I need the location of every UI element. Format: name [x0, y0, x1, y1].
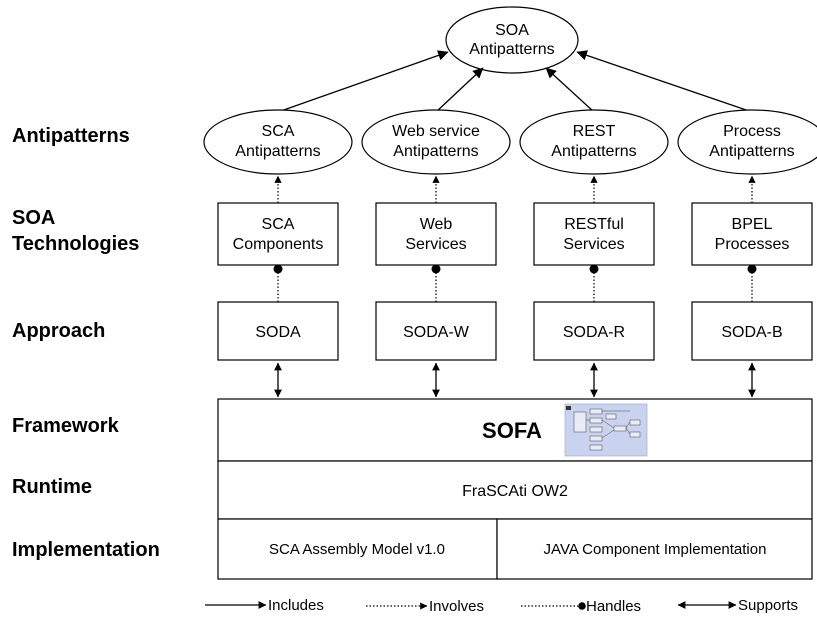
frascati-label: FraSCAti OW2 [462, 483, 568, 500]
soda-w-label: SODA-W [403, 324, 470, 341]
handles-connector-soda [273, 264, 283, 302]
rest-antipatterns-node: REST Antipatterns [519, 109, 669, 175]
legend: Includes Involves Handles Supports [205, 597, 798, 615]
layer-label-technologies-line1: SOA [12, 207, 55, 229]
sca-antipatterns-line1: SCA [262, 123, 295, 140]
web-service-antipatterns-line2: Antipatterns [393, 143, 478, 160]
legend-includes: Includes [205, 597, 324, 614]
legend-involves-label: Involves [429, 598, 484, 615]
soda-w-box: SODA-W [375, 301, 497, 361]
legend-handles: Handles [521, 598, 641, 615]
soda-r-label: SODA-R [563, 324, 625, 341]
sca-antipatterns-node: SCA Antipatterns [203, 109, 353, 175]
soda-box: SODA [217, 301, 339, 361]
soa-antipatterns-line1: SOA [495, 22, 529, 39]
legend-involves: Involves [366, 598, 484, 615]
process-antipatterns-line2: Antipatterns [709, 143, 794, 160]
bpel-processes-box: BPEL Processes [691, 202, 813, 266]
legend-supports: Supports [677, 597, 798, 614]
handles-connector-soda-w [431, 264, 441, 302]
web-service-antipatterns-line1: Web service [392, 123, 480, 140]
web-services-box: Web Services [375, 202, 497, 266]
includes-arrow-process [576, 50, 753, 113]
bpel-processes-line2: Processes [715, 236, 790, 253]
layer-label-technologies-line2: Technologies [12, 233, 139, 255]
sca-assembly-model-label: SCA Assembly Model v1.0 [269, 541, 445, 558]
sofa-architecture-thumbnail [564, 403, 648, 457]
layer-label-runtime: Runtime [12, 476, 92, 498]
process-antipatterns-node: Process Antipatterns [677, 109, 817, 175]
layer-label-framework: Framework [12, 415, 120, 437]
soda-b-box: SODA-B [691, 301, 813, 361]
bpel-processes-line1: BPEL [732, 216, 773, 233]
layer-label-approach: Approach [12, 320, 105, 342]
handles-connector-soda-b [747, 264, 757, 302]
includes-arrow-rest [545, 67, 595, 113]
web-services-line1: Web [420, 216, 453, 233]
sca-components-box: SCA Components [217, 202, 339, 266]
soa-antipatterns-node: SOA Antipatterns [445, 6, 579, 74]
soa-antipatterns-line2: Antipatterns [469, 41, 554, 58]
handles-connector-soda-r [589, 264, 599, 302]
sca-assembly-model-box: SCA Assembly Model v1.0 [217, 518, 498, 580]
sofa-label: SOFA [482, 418, 542, 443]
includes-arrow-web [435, 67, 484, 113]
legend-supports-label: Supports [738, 597, 798, 614]
legend-includes-label: Includes [268, 597, 324, 614]
soda-r-box: SODA-R [533, 301, 655, 361]
includes-arrow-sca [277, 50, 449, 113]
restful-services-box: RESTful Services [533, 202, 655, 266]
sca-components-line2: Components [233, 236, 324, 253]
web-service-antipatterns-node: Web service Antipatterns [361, 109, 511, 175]
sofa-framework-box: SOFA [217, 398, 813, 462]
soda-b-label: SODA-B [721, 324, 782, 341]
sca-antipatterns-line2: Antipatterns [235, 143, 320, 160]
layer-label-implementation: Implementation [12, 539, 160, 561]
java-component-implementation-label: JAVA Component Implementation [544, 541, 767, 558]
layer-label-antipatterns: Antipatterns [12, 125, 130, 147]
soda-label: SODA [255, 324, 301, 341]
frascati-runtime-box: FraSCAti OW2 [217, 460, 813, 520]
java-component-implementation-box: JAVA Component Implementation [496, 518, 813, 580]
restful-services-line2: Services [563, 236, 624, 253]
process-antipatterns-line1: Process [723, 123, 781, 140]
rest-antipatterns-line1: REST [573, 123, 616, 140]
legend-handles-label: Handles [586, 598, 641, 615]
sca-components-line1: SCA [262, 216, 295, 233]
rest-antipatterns-line2: Antipatterns [551, 143, 636, 160]
web-services-line2: Services [405, 236, 466, 253]
restful-services-line1: RESTful [564, 216, 624, 233]
